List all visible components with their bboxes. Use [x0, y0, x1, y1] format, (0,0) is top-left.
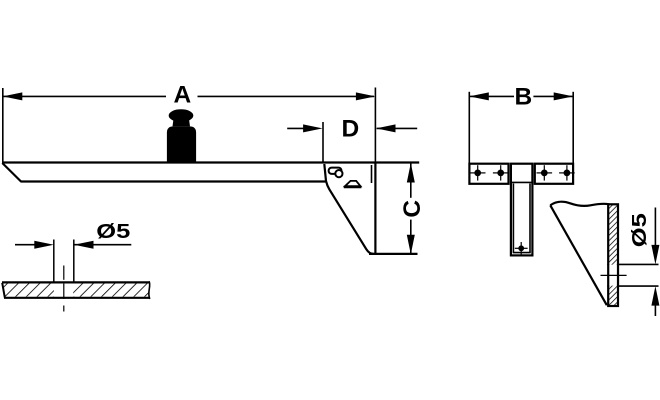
- svg-text:A: A: [174, 81, 192, 108]
- svg-text:C: C: [399, 200, 426, 218]
- svg-text:B: B: [514, 84, 532, 111]
- svg-text:D: D: [342, 116, 360, 143]
- svg-text:Ø5: Ø5: [628, 213, 651, 247]
- svg-text:Ø5: Ø5: [96, 220, 130, 243]
